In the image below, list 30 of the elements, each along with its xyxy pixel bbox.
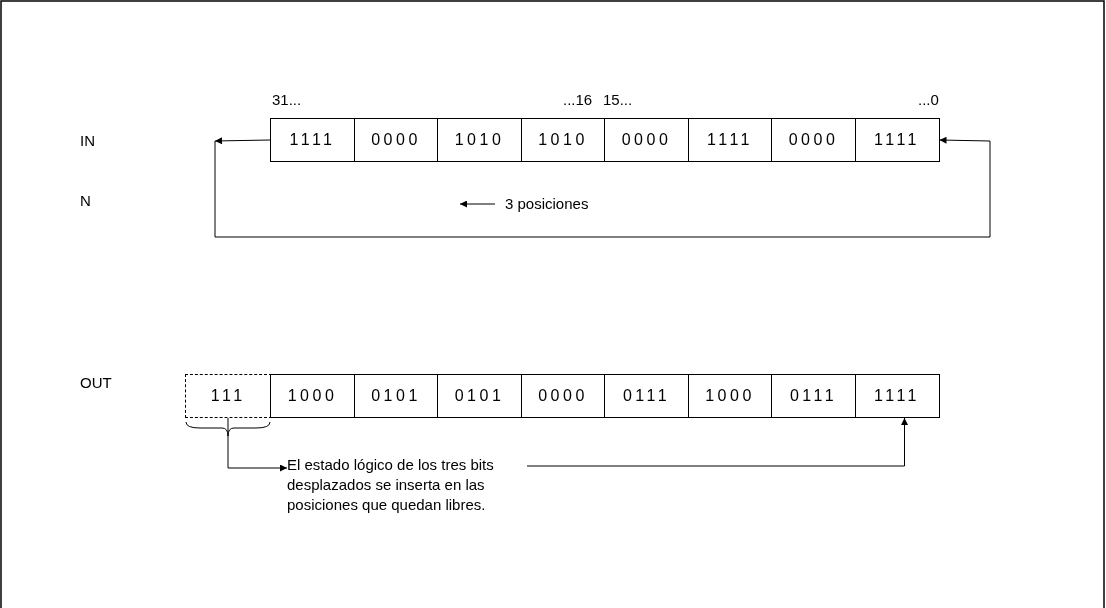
bit-cell: 0000 — [771, 118, 856, 162]
bit-cell: 1111 — [854, 374, 940, 418]
arrow — [214, 136, 991, 238]
bit-index: 15... — [603, 91, 633, 108]
bit-cell: 0000 — [604, 118, 689, 162]
bit-cell: 1111 — [270, 118, 355, 162]
bit-cell: 0000 — [353, 118, 439, 162]
arrow — [526, 417, 908, 467]
bit-cell: 0111 — [604, 374, 689, 418]
bit-cell: 0000 — [520, 374, 606, 418]
bit-cell: 1111 — [854, 118, 940, 162]
shifted-bits-cell: 111 — [185, 374, 272, 418]
bit-cell: 1111 — [687, 118, 773, 162]
bit-cell: 0101 — [353, 374, 439, 418]
bit-cell: 0111 — [771, 374, 856, 418]
bit-cell: 1010 — [437, 118, 522, 162]
bit-cell: 1010 — [520, 118, 606, 162]
arrow — [214, 137, 271, 145]
bit-index: ...16 — [563, 91, 593, 108]
bit-index: 31... — [272, 91, 302, 108]
arrow — [227, 417, 288, 472]
note-text: El estado lógico de los tres bits desplazados se inserta en las posiciones que quedan libres. — [287, 455, 527, 515]
bit-cell: 1000 — [687, 374, 773, 418]
row-label: OUT — [80, 374, 112, 391]
shift-label: 3 posiciones — [505, 195, 589, 212]
bit-cell: 1000 — [270, 374, 355, 418]
row-label: N — [80, 192, 91, 209]
row-label: IN — [80, 132, 95, 149]
bit-cell: 0101 — [437, 374, 522, 418]
bit-index: ...0 — [918, 91, 939, 108]
